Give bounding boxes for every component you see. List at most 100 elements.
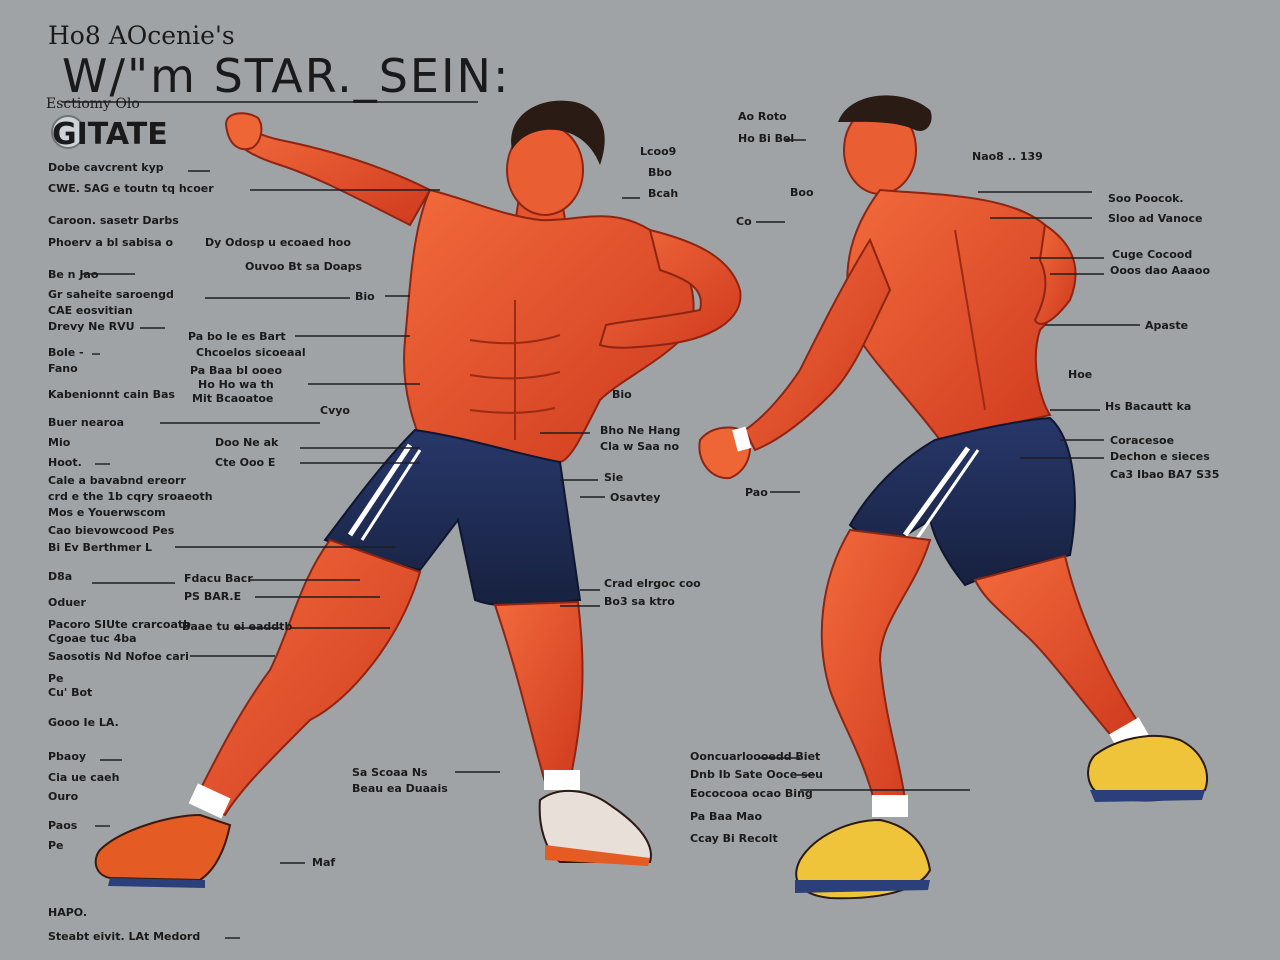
- center-label-8: Osavtey: [610, 491, 660, 504]
- right-label-8: Cuge Cocood: [1112, 248, 1192, 261]
- back-front-leg: [820, 528, 932, 807]
- left-label-15: Cale a bavabnd ereorr: [48, 474, 186, 487]
- center-label-17: Ccay Bi Recolt: [690, 832, 778, 845]
- center-label-9: Crad elrgoc coo: [604, 577, 701, 590]
- right-label-13: Coracesoe: [1110, 434, 1174, 447]
- back-torso: [846, 188, 1069, 442]
- left-inner-label-6: Pa Baa bI ooeo: [190, 364, 282, 377]
- front-right-leg: [493, 600, 584, 784]
- left-label-10: Fano: [48, 362, 78, 375]
- title-line-3: Esctiomy Olo: [46, 96, 140, 112]
- center-label-14: Dnb Ib Sate Ooce seu: [690, 768, 823, 781]
- left-label-33: HAPO.: [48, 906, 87, 919]
- right-label-10: Apaste: [1145, 319, 1188, 332]
- right-label-1: Ao Roto: [738, 110, 787, 123]
- left-label-19: Bi Ev Berthmer L: [48, 541, 152, 554]
- left-label-11: Kabenionnt cain Bas: [48, 388, 175, 401]
- front-hair: [511, 100, 605, 165]
- left-label-3: Caroon. sasetr Darbs: [48, 214, 179, 227]
- right-label-5: Co: [736, 215, 752, 228]
- left-label-14: Hoot.: [48, 456, 82, 469]
- title-badge-circle: [51, 115, 85, 149]
- left-label-17: Mos e Youerwscom: [48, 506, 166, 519]
- left-label-2: CWE. SAG e toutn tq hcoer: [48, 182, 214, 195]
- left-inner-label-14: Baae tu ei eaddtb: [182, 620, 292, 633]
- left-label-20: D8a: [48, 570, 72, 583]
- right-label-12: Hs Bacautt ka: [1105, 400, 1191, 413]
- left-inner-label-8: Mit Bcaoatoe: [192, 392, 273, 405]
- right-label-6: Soo Poocok.: [1108, 192, 1184, 205]
- center-label-7: Sie: [604, 471, 623, 484]
- left-label-34: Steabt eivit. LAt Medord: [48, 930, 200, 943]
- front-right-shoe: [538, 789, 652, 863]
- center-label-15: Eococooa ocao Bing: [690, 787, 813, 800]
- left-inner-label-11: Cte Ooo E: [215, 456, 275, 469]
- left-label-1: Dobe cavcrent kyp: [48, 161, 164, 174]
- center-label-3: Bcah: [648, 187, 678, 200]
- back-front-shoe: [795, 818, 932, 900]
- right-label-11: Hoe: [1068, 368, 1092, 381]
- right-label-2: Ho Bi Bel: [738, 132, 794, 145]
- center-label-13: Ooncuarloooedd Biet: [690, 750, 820, 763]
- left-label-23: Cgoae tuc 4ba: [48, 632, 137, 645]
- center-label-2: Bbo: [648, 166, 672, 179]
- left-label-9: Bole -: [48, 346, 84, 359]
- left-label-29: Cia ue caeh: [48, 771, 119, 784]
- left-inner-label-3: Bio: [355, 290, 375, 303]
- front-figure: [94, 100, 742, 888]
- left-inner-label-13: PS BAR.E: [184, 590, 241, 603]
- left-inner-label-5: Chcoelos sicoeaal: [196, 346, 306, 359]
- left-label-28: Pbaoy: [48, 750, 86, 763]
- left-label-31: Paos: [48, 819, 78, 832]
- left-label-25: Pe: [48, 672, 64, 685]
- back-hair: [838, 95, 932, 131]
- left-label-32: Pe: [48, 839, 64, 852]
- left-label-22: Pacoro SIUte crarcoatb: [48, 618, 191, 631]
- left-label-16: crd e the 1b cqry sroaeoth: [48, 490, 213, 503]
- right-label-16: Pao: [745, 486, 768, 499]
- back-rear-leg: [973, 554, 1142, 742]
- left-label-6: Gr saheite saroengd: [48, 288, 174, 301]
- center-label-1: Lcoo9: [640, 145, 676, 158]
- left-inner-label-4: Pa bo le es Bart: [188, 330, 286, 343]
- left-label-5: Be n Jao: [48, 268, 99, 281]
- center-label-6: Cla w Saa no: [600, 440, 680, 453]
- title-line-1: Ho8 AOcenie's: [48, 21, 235, 50]
- center-label-11: Sa Scoaa Ns: [352, 766, 428, 779]
- left-label-4: Phoerv a bl sabisa o: [48, 236, 173, 249]
- left-label-24: Saosotis Nd Nofoe cari: [48, 650, 189, 663]
- center-label-16: Pa Baa Mao: [690, 810, 762, 823]
- left-inner-label-12: Fdacu Bacr: [184, 572, 253, 585]
- right-label-14: Dechon e sieces: [1110, 450, 1210, 463]
- front-fist: [224, 112, 263, 151]
- right-label-7: Sloo ad Vanoce: [1108, 212, 1202, 225]
- front-left-shoe: [94, 813, 232, 882]
- left-inner-label-7: Ho Ho wa th: [198, 378, 274, 391]
- center-label-5: Bho Ne Hang: [600, 424, 680, 437]
- title-block: Ho8 AOcenie's W/"m STAR._SEIN: Esctiomy …: [46, 21, 510, 152]
- left-inner-label-10: Doo Ne ak: [215, 436, 279, 449]
- left-label-8: Drevy Ne RVU: [48, 320, 135, 333]
- title-line-2: W/"m STAR._SEIN:: [62, 49, 510, 103]
- left-inner-label-2: Ouvoo Bt sa Doaps: [245, 260, 363, 273]
- left-label-30: Ouro: [48, 790, 79, 803]
- left-inner-label-15: Maf: [312, 856, 335, 869]
- center-label-10: Bo3 sa ktro: [604, 595, 675, 608]
- left-inner-label-9: Cvyo: [320, 404, 350, 417]
- right-label-3: Nao8 .. 139: [972, 150, 1043, 163]
- left-label-12: Buer nearoa: [48, 416, 124, 429]
- left-label-18: Cao bievowcood Pes: [48, 524, 175, 537]
- left-label-21: Oduer: [48, 596, 87, 609]
- left-label-7: CAE eosvitian: [48, 304, 133, 317]
- right-label-4: Boo: [790, 186, 814, 199]
- front-bent-arm: [598, 228, 742, 349]
- right-label-9: Ooos dao Aaaoo: [1110, 264, 1210, 277]
- left-label-26: Cu' Bot: [48, 686, 92, 699]
- back-figure: [698, 95, 1208, 900]
- left-label-27: Gooo Ie LA.: [48, 716, 119, 729]
